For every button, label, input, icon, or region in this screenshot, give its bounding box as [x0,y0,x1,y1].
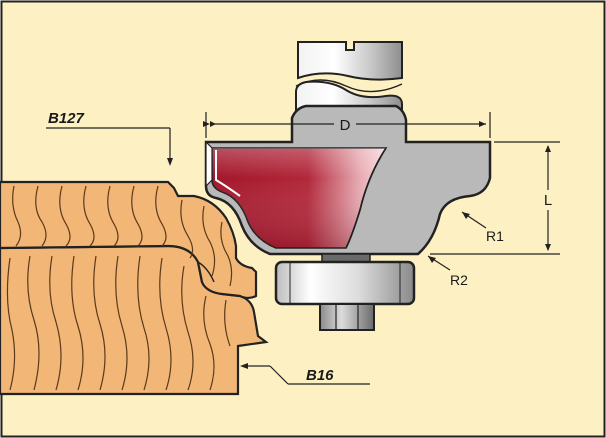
upper-board [0,180,258,300]
profile-bottom-label: B16 [306,367,334,384]
length-dimension [430,141,560,255]
diameter-label: D [340,117,351,134]
lower-board [0,244,269,396]
length-label: L [544,192,552,209]
radius-1-label: R1 [486,228,504,244]
cutter-body [204,104,492,256]
diameter-dimension [203,112,491,138]
b127-leader [46,127,171,160]
radius-2-label: R2 [450,272,468,288]
b16-leader [246,365,370,385]
profile-top-label: B127 [48,110,85,127]
bearing [274,253,416,331]
